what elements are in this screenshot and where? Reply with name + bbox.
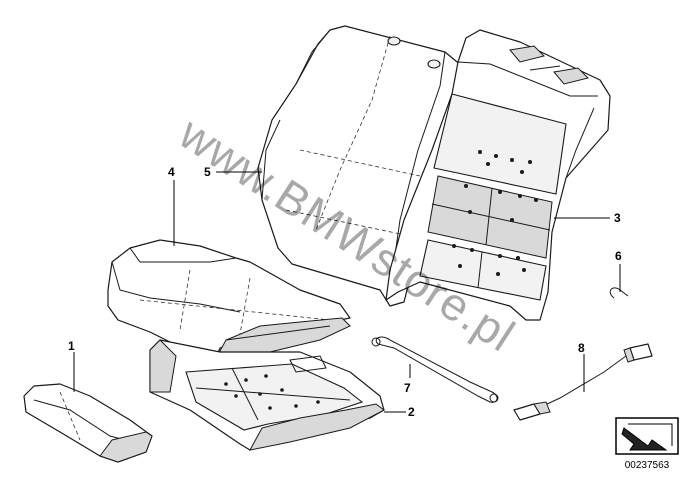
orientation-arrow-icon [621,423,673,451]
callout-7: 7 [404,381,411,395]
callout-5: 5 [204,165,211,179]
callout-3: 3 [614,211,621,225]
callout-1: 1 [68,339,75,353]
callout-8: 8 [578,341,585,355]
leader-lines [73,171,621,413]
seat-cushion-foam [107,239,351,363]
callout-6: 6 [615,249,622,263]
seat-base [149,339,385,451]
callout-4: 4 [168,165,175,179]
backrest-frame [385,29,611,321]
seat-extension-cushion [23,383,153,463]
clip [609,287,629,299]
diagram-id-box: 00237563 [615,417,679,471]
callout-2: 2 [408,405,415,419]
diagram-number: 00237563 [625,460,670,471]
wiring-harness [513,343,653,421]
wire-cable [371,336,499,403]
